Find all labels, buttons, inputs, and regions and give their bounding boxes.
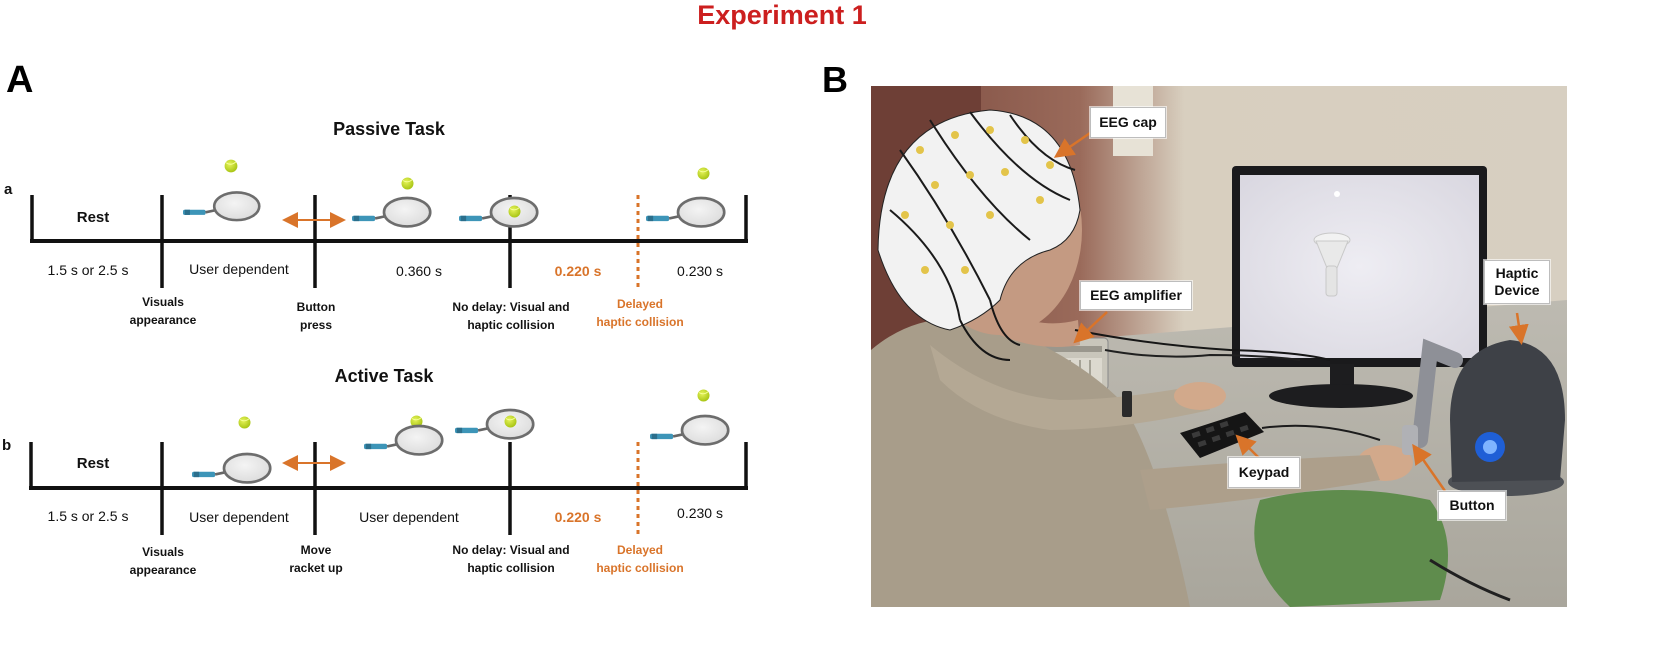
tennis-racket-icon <box>352 196 432 228</box>
row-letter-a: a <box>4 181 13 198</box>
haptic-device-label: Haptic Device <box>1484 260 1550 304</box>
active-duration-rest: 1.5 s or 2.5 s <box>48 508 129 524</box>
tennis-racket-icon <box>455 408 535 440</box>
eeg-cap-label: EEG cap <box>1090 107 1166 138</box>
passive-rest-label: Rest <box>77 209 110 226</box>
eeg-cap-icon <box>877 109 1081 331</box>
keypad-label: Keypad <box>1228 457 1300 488</box>
passive-duration-user: User dependent <box>189 261 289 277</box>
passive-event-button-1: Button <box>297 300 336 314</box>
passive-event-collision-1: No delay: Visual and <box>452 300 569 314</box>
active-event-visuals-2: appearance <box>130 563 197 577</box>
tennis-ball-icon <box>401 177 414 190</box>
haptic-device-arrow <box>1508 312 1529 345</box>
active-duration-230: 0.230 s <box>677 505 723 521</box>
passive-duration-220: 0.220 s <box>555 263 602 279</box>
eeg-amplifier-label: EEG amplifier <box>1080 281 1192 310</box>
tennis-racket-icon <box>364 424 444 456</box>
eeg-amplifier-arrow <box>1073 311 1108 344</box>
panel-a-letter: A <box>6 59 33 101</box>
figure-title: Experiment 1 <box>697 0 867 30</box>
active-event-visuals-1: Visuals <box>142 545 184 559</box>
row-letter-b: b <box>2 437 11 454</box>
passive-duration-230: 0.230 s <box>677 263 723 279</box>
keypad-arrow <box>1235 434 1260 459</box>
active-duration-220: 0.220 s <box>555 509 602 525</box>
passive-event-collision-2: haptic collision <box>467 318 554 332</box>
tennis-ball-icon <box>238 416 251 429</box>
eeg-cap-arrow <box>1053 129 1094 158</box>
experiment-setup-photo <box>871 86 1567 607</box>
passive-duration-360: 0.360 s <box>396 263 442 279</box>
passive-event-delayed-2: haptic collision <box>596 315 683 329</box>
passive-event-button-2: press <box>300 318 332 332</box>
tennis-racket-icon <box>646 196 726 228</box>
tennis-racket-icon <box>183 191 261 222</box>
active-duration-user-2: User dependent <box>359 509 459 525</box>
active-event-move-1: Move <box>301 543 332 557</box>
button-label: Button <box>1438 491 1506 520</box>
passive-task-timeline: Passive Task a Rest 1.5 s or 2.5 s User … <box>4 119 748 332</box>
passive-duration-rest: 1.5 s or 2.5 s <box>48 262 129 278</box>
tennis-ball-icon <box>508 205 521 218</box>
active-event-delayed-2: haptic collision <box>596 561 683 575</box>
tennis-ball-icon <box>697 389 710 402</box>
tennis-ball-icon <box>697 167 710 180</box>
tennis-ball-icon <box>224 159 238 173</box>
active-event-move-2: racket up <box>289 561 342 575</box>
passive-event-delayed-1: Delayed <box>617 297 663 311</box>
active-event-collision-2: haptic collision <box>467 561 554 575</box>
tennis-racket-icon <box>459 196 539 228</box>
passive-task-heading: Passive Task <box>333 119 446 139</box>
panel-b-letter: B <box>822 59 848 100</box>
active-event-collision-1: No delay: Visual and <box>452 543 569 557</box>
keypad-icon <box>1180 412 1381 458</box>
active-task-heading: Active Task <box>335 366 435 386</box>
active-task-timeline: Active Task b Rest 1.5 s or 2.5 s User d… <box>2 366 748 577</box>
tennis-racket-icon <box>192 452 272 484</box>
passive-event-visuals-1: Visuals <box>142 295 184 309</box>
active-rest-label: Rest <box>77 455 110 472</box>
active-event-delayed-1: Delayed <box>617 543 663 557</box>
passive-event-visuals-2: appearance <box>130 313 197 327</box>
tennis-racket-icon <box>650 414 730 446</box>
active-duration-user-1: User dependent <box>189 509 289 525</box>
button-arrow <box>1412 443 1447 492</box>
participant-figure <box>871 109 1448 607</box>
monitor-icon <box>1232 166 1487 408</box>
tennis-ball-icon <box>504 415 517 428</box>
